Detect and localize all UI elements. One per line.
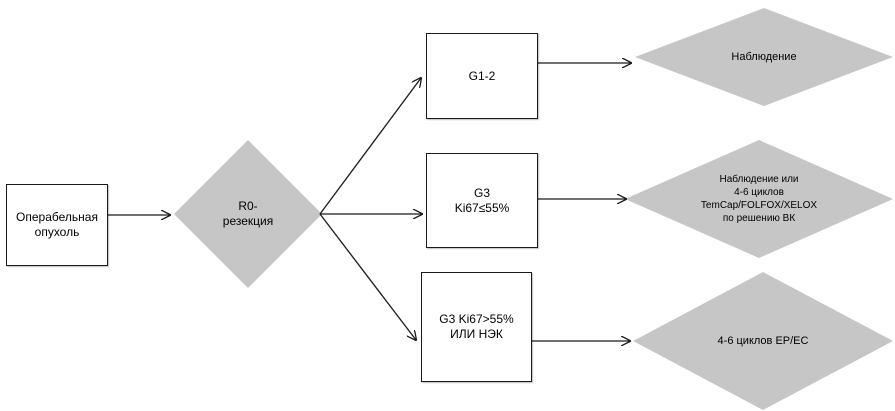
arrow-resection-to-g3-high — [319, 213, 416, 340]
resection-diamond — [174, 140, 322, 288]
chemo-label: 4-6 циклов EP/EC — [717, 335, 809, 347]
g1-2-label: G1-2 — [468, 68, 496, 83]
choice-diamond — [625, 140, 893, 258]
observation-label: Наблюдение — [731, 51, 797, 63]
g3-box: G3 Ki67≤55% — [426, 153, 538, 248]
resection-label: R0- резекция — [222, 199, 274, 228]
start-label: Операбельная опухоль — [16, 210, 98, 239]
chemo-diamond — [633, 272, 893, 410]
observation-diamond — [635, 8, 893, 106]
arrow-resection-to-g1-2 — [319, 78, 421, 215]
g3-label: G3 Ki67≤55% — [454, 185, 510, 215]
choice-label: Наблюдение или 4-6 циклов TemCap/FOLFOX/… — [700, 174, 818, 224]
start-box: Операбельная опухоль — [6, 184, 108, 266]
g1-2-box: G1-2 — [426, 33, 538, 119]
g3-high-label: G3 Ki67>55% ИЛИ НЭК — [439, 312, 514, 341]
g3-high-box: G3 Ki67>55% ИЛИ НЭК — [421, 272, 532, 382]
